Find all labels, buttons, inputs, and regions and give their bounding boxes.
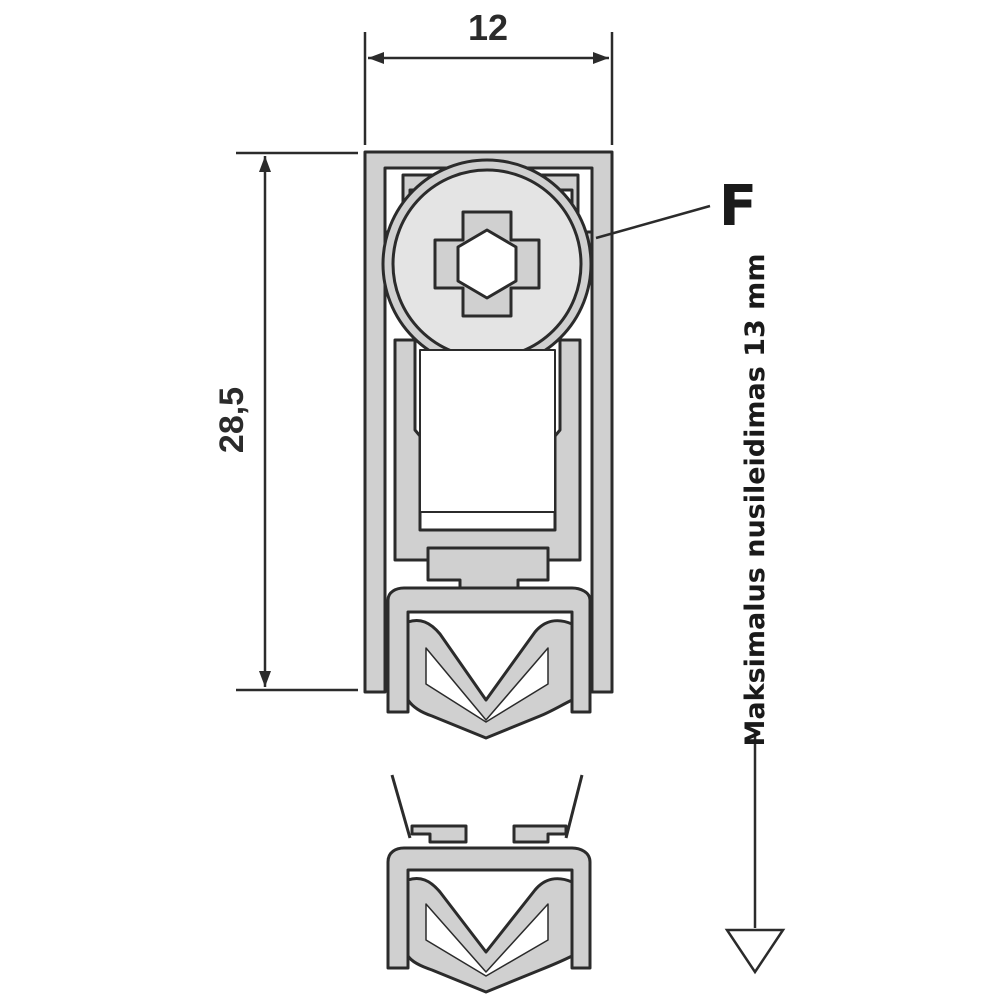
height-arrowhead-top: [259, 156, 271, 172]
v-seal-lower: [406, 877, 574, 994]
housing-outer: [363, 150, 614, 694]
height-arrowhead-bottom: [259, 671, 271, 687]
carrier-frame-window: [419, 349, 556, 513]
callout-label: F: [719, 174, 757, 239]
lower-guide-line-right: [564, 774, 584, 839]
width-arrowhead-left: [368, 52, 384, 64]
v-seal-upper-inner: [425, 647, 549, 723]
drop-indicator: [724, 732, 786, 975]
callout-leader-line: [595, 204, 711, 240]
width-dimension-label: 12: [468, 7, 508, 48]
v-seal-lower-inner: [425, 903, 549, 977]
drop-indicator-arrowhead: [724, 928, 786, 975]
lower-guide-line-left: [390, 774, 412, 839]
height-dimension: [236, 151, 358, 692]
screw-hex-socket: [456, 228, 518, 300]
v-seal-upper: [406, 619, 574, 740]
lower-clip-left: [410, 824, 468, 844]
seal-profile-lower: [386, 774, 592, 994]
lower-clip-right: [512, 824, 568, 844]
seal-profile-upper: [363, 150, 614, 740]
drop-note-label: Maksimalus nusileidimas 13 mm: [740, 254, 771, 747]
width-dimension: [363, 32, 614, 145]
height-dimension-label: 28,5: [213, 387, 251, 453]
width-arrowhead-right: [593, 52, 609, 64]
